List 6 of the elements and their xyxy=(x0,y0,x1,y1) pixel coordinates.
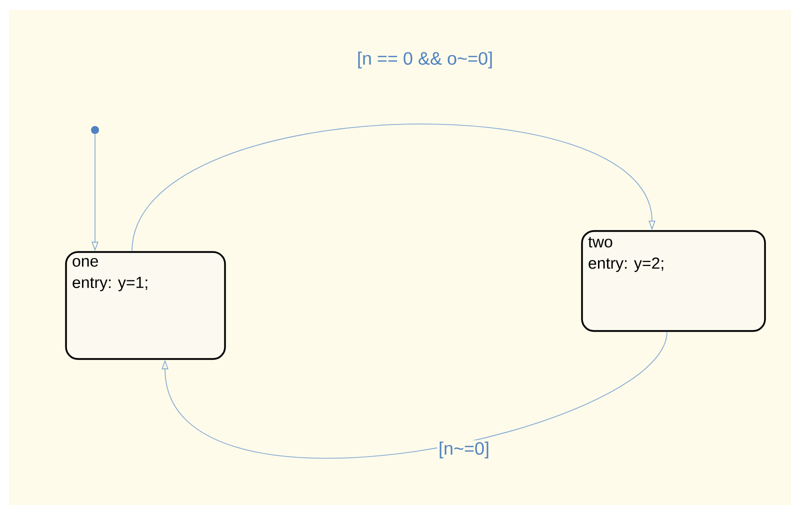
state-box: two entry: y=2; xyxy=(581,230,766,332)
state-box: one entry: y=1; xyxy=(65,251,226,360)
edge-label: [n~=0] xyxy=(437,440,491,460)
arrow xyxy=(132,124,656,252)
edge-label: [n == 0 && o~=0] xyxy=(356,50,494,70)
start-dot xyxy=(91,126,99,134)
